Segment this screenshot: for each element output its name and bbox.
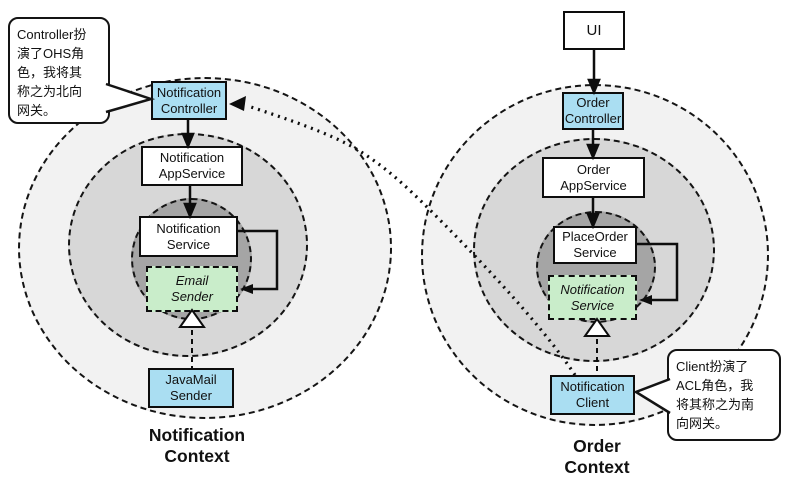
- box-label: Client: [575, 395, 610, 410]
- box-order-appservice: Order AppService: [542, 157, 645, 198]
- box-label: UI: [586, 21, 602, 39]
- box-ui: UI: [563, 11, 625, 50]
- box-label: Notification: [560, 281, 625, 297]
- box-label: Notification: [156, 84, 222, 100]
- box-notification-appservice: Notification AppService: [141, 146, 243, 186]
- box-label: Email: [175, 273, 209, 288]
- callout-south-gateway: Client扮演了 ACL角色，我 将其称之为南 向网关。: [667, 349, 781, 441]
- box-email-sender-interface: Email Sender: [146, 266, 238, 312]
- box-label: Notification: [159, 150, 225, 165]
- box-label: Sender: [171, 289, 213, 304]
- box-label: Service: [166, 236, 211, 252]
- box-notification-service-interface: Notification Service: [548, 275, 637, 320]
- callout-north-gateway: Controller扮 演了OHS角 色，我将其 称之为北向 网关。: [8, 17, 110, 124]
- box-label: Controller: [160, 100, 218, 116]
- box-label: JavaMail: [165, 372, 217, 387]
- box-label: Controller: [564, 111, 622, 126]
- order-context-label: Order Context: [564, 436, 630, 477]
- box-javamail-sender: JavaMail Sender: [148, 368, 234, 408]
- box-notification-service: Notification Service: [139, 216, 238, 257]
- box-label: AppService: [560, 177, 627, 193]
- box-label: Order: [576, 161, 611, 177]
- box-label: AppService: [158, 166, 226, 181]
- box-label: Service: [573, 245, 617, 260]
- box-notification-controller: Notification Controller: [151, 81, 227, 120]
- box-label: PlaceOrder: [562, 229, 628, 244]
- box-label: Order: [576, 95, 610, 110]
- notification-context-label: Notification Context: [148, 425, 246, 466]
- box-label: Service: [570, 297, 615, 313]
- box-label: Notification: [560, 379, 625, 394]
- box-label: Notification: [156, 220, 221, 236]
- box-order-controller: Order Controller: [562, 92, 624, 130]
- box-placeorder-service: PlaceOrder Service: [553, 226, 637, 264]
- box-notification-client: Notification Client: [550, 375, 635, 415]
- box-label: Sender: [170, 388, 212, 403]
